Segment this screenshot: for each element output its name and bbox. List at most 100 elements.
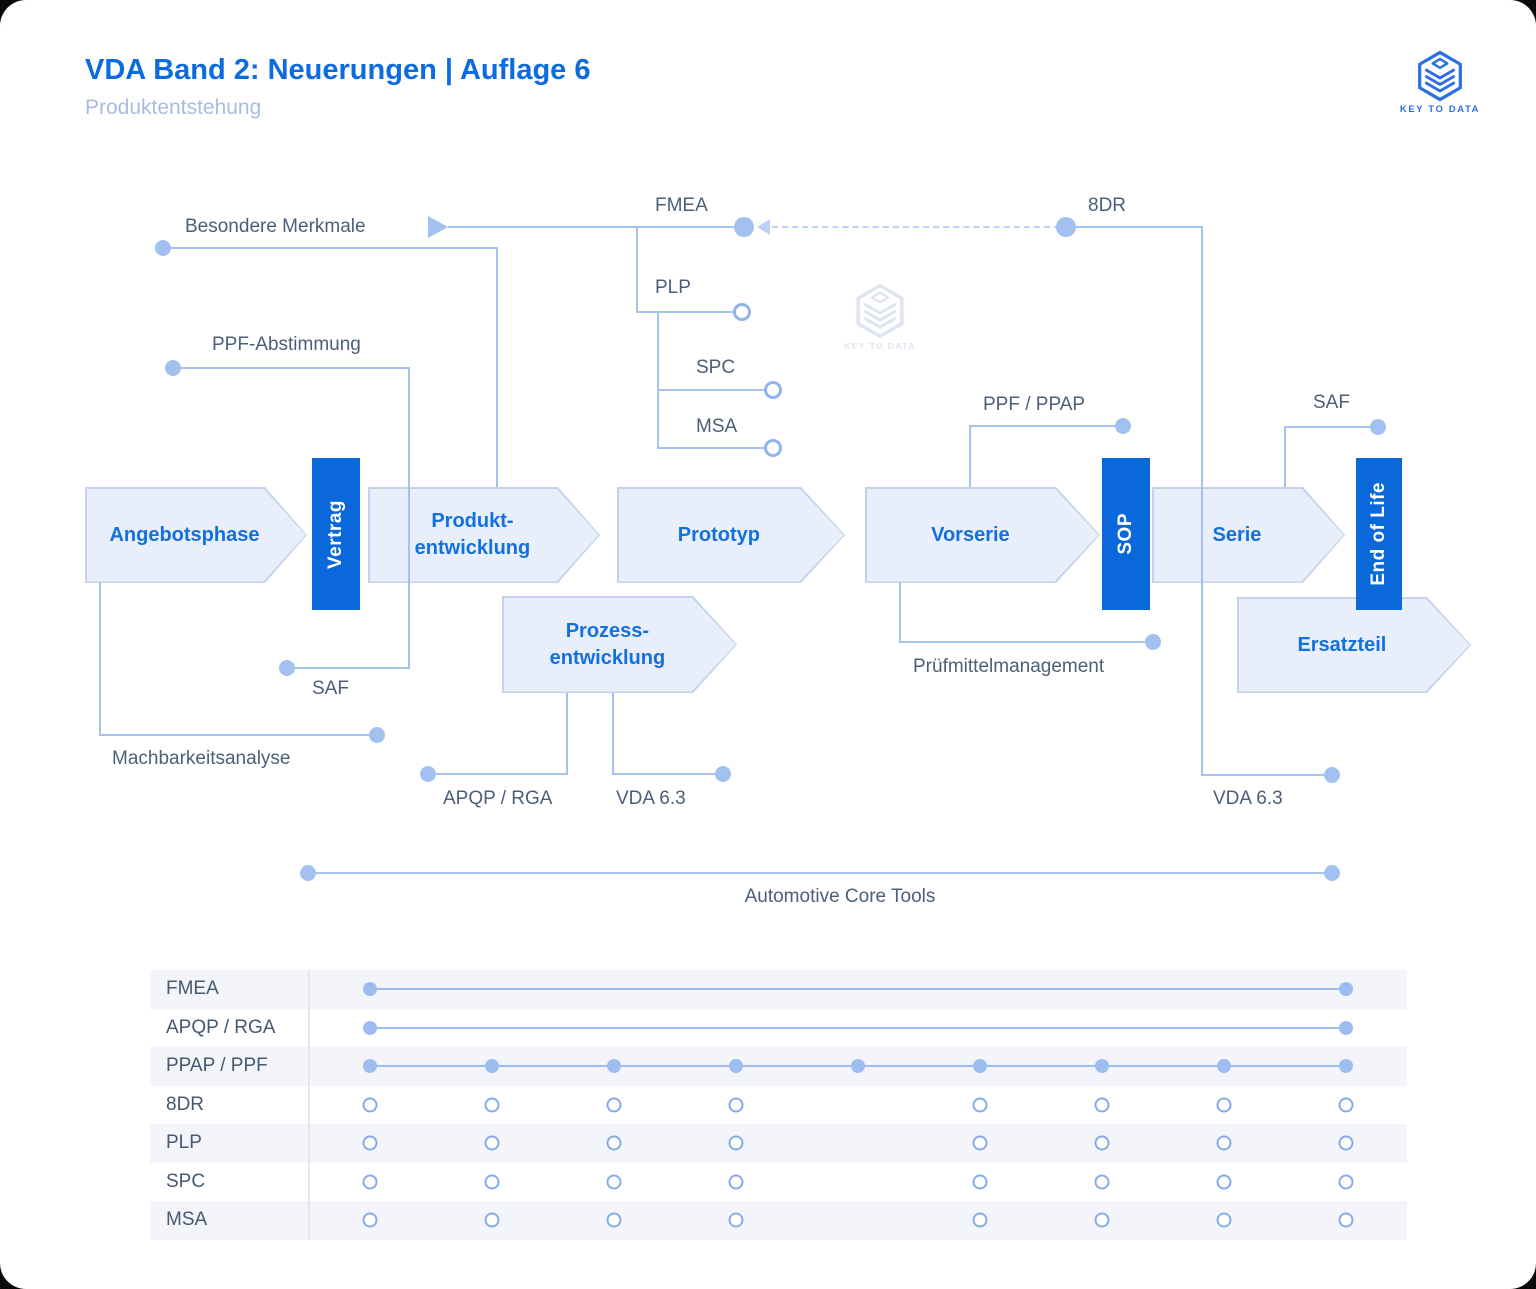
phase-label: Angebotsphase (109, 523, 260, 546)
watermark-hexagon-icon (856, 283, 904, 339)
matrix-circle (606, 1174, 622, 1190)
spc-circle (764, 381, 782, 399)
watermark: KEY TO DATA (815, 283, 945, 351)
connector-line (99, 734, 377, 736)
8dr-dot (1056, 217, 1076, 237)
label-vda63-left: VDA 6.3 (616, 788, 686, 809)
matrix-dot (607, 1059, 621, 1074)
label-plp: PLP (655, 277, 691, 298)
matrix-span-line (370, 1026, 1346, 1029)
ppf-ppap-dot (1115, 418, 1131, 434)
label-fmea: FMEA (655, 195, 708, 216)
label-msa: MSA (696, 416, 738, 437)
matrix-dot (1339, 982, 1353, 997)
matrix-row-label: 8DR (150, 1085, 310, 1124)
matrix-dot (851, 1059, 865, 1074)
phase-serie: Serie (1152, 487, 1345, 583)
connector-line (428, 773, 568, 775)
vda63-left-dot (715, 766, 731, 782)
connector-line (899, 582, 901, 643)
matrix-circle (728, 1097, 744, 1113)
label-ppf-ppap: PPF / PPAP (983, 394, 1086, 415)
page-title: VDA Band 2: Neuerungen | Auflage 6 (85, 54, 591, 86)
matrix-circle (1338, 1097, 1354, 1113)
matrix-circle (484, 1212, 500, 1228)
matrix-dot (363, 1059, 377, 1074)
matrix-row: APQP / RGA (150, 1008, 1407, 1047)
matrix-circle (1216, 1174, 1232, 1190)
label-ppf-abstimmung: PPF-Abstimmung (212, 334, 361, 355)
matrix-circle (362, 1174, 378, 1190)
dashed-connector-8dr-fmea (772, 226, 1060, 228)
connector-line (1284, 426, 1286, 487)
matrix-dot (1217, 1059, 1231, 1074)
connector-line (163, 247, 497, 249)
apqp-rga-dot (420, 766, 436, 782)
connector-line (969, 425, 971, 487)
milestone-vertrag: Vertrag (312, 458, 360, 610)
phase-angebotsphase: Angebotsphase (85, 487, 307, 583)
matrix-span-line (370, 988, 1346, 991)
matrix-dot (363, 1020, 377, 1035)
milestone-sop: SOP (1102, 458, 1150, 610)
watermark-text: KEY TO DATA (844, 341, 916, 351)
matrix-row-label: SPC (150, 1162, 310, 1201)
matrix-row-label: PPAP / PPF (150, 1047, 310, 1086)
phase-prozessentwicklung: Prozess- entwicklung (502, 596, 737, 693)
label-vda63-right: VDA 6.3 (1213, 788, 1283, 809)
besondere-merkmale-dot (155, 240, 171, 256)
matrix-row-label: APQP / RGA (150, 1008, 310, 1047)
phase-ersatzteil: Ersatzteil (1237, 597, 1471, 693)
matrix-dot (729, 1059, 743, 1074)
dashed-arrowhead-icon (757, 219, 770, 235)
connector-line (612, 773, 723, 775)
connector-line (99, 582, 101, 736)
matrix-row-label: FMEA (150, 970, 310, 1009)
matrix-circle (728, 1212, 744, 1228)
phase-label: Vorserie (931, 523, 1010, 546)
ppf-abstimmung-dot (165, 360, 181, 376)
besondere-merkmale-arrowhead-icon (428, 216, 448, 238)
plp-circle (733, 303, 751, 321)
matrix-circle (1338, 1135, 1354, 1151)
label-besondere-merkmale: Besondere Merkmale (185, 216, 366, 237)
matrix-row-plot (310, 970, 1407, 1009)
connector-line (612, 693, 614, 775)
phase-label: Produkt- entwicklung (414, 510, 531, 559)
milestone-label: SOP (1115, 513, 1136, 555)
matrix-row-plot (310, 1163, 1407, 1202)
brand-text: KEY TO DATA (1399, 104, 1481, 115)
matrix-circle (606, 1135, 622, 1151)
matrix-circle (728, 1174, 744, 1190)
matrix-circle (362, 1212, 378, 1228)
connector-line (657, 311, 659, 448)
connector-line (657, 447, 768, 449)
matrix-row: PLP (150, 1124, 1407, 1163)
matrix-circle (1216, 1212, 1232, 1228)
label-machbarkeitsanalyse: Machbarkeitsanalyse (112, 748, 291, 769)
phase-label: Ersatzteil (1297, 633, 1387, 656)
fmea-dot (734, 217, 754, 237)
matrix-circle (1094, 1097, 1110, 1113)
connector-line (566, 693, 568, 775)
matrix-circle (972, 1174, 988, 1190)
saf-right-dot (1370, 419, 1386, 435)
label-pruefmittelmanagement: Prüfmittelmanagement (913, 656, 1105, 677)
label-apqp-rga: APQP / RGA (443, 788, 553, 809)
matrix-row: MSA (150, 1201, 1407, 1240)
connector-line (1201, 774, 1332, 776)
matrix-row-plot (310, 1047, 1407, 1086)
matrix-dot (973, 1059, 987, 1074)
phase-prototyp: Prototyp (617, 487, 845, 583)
matrix-circle (972, 1212, 988, 1228)
label-saf-right: SAF (1313, 392, 1350, 413)
connector-line (657, 389, 768, 391)
msa-circle (764, 439, 782, 457)
saf-left-dot (279, 660, 295, 676)
matrix-circle (1094, 1174, 1110, 1190)
label-automotive-core-tools: Automotive Core Tools (744, 886, 936, 907)
matrix-row-plot (310, 1086, 1407, 1125)
pruefmittelmanagement-dot (1145, 634, 1161, 650)
